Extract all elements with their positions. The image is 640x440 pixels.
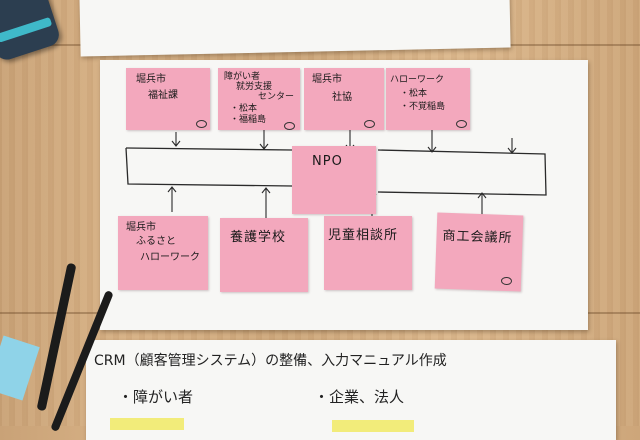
lower-paper-sheet: CRM（顧客管理システム）の整備、入力マニュアル作成 ・障がい者 ・企業、法人 bbox=[86, 340, 616, 440]
note-line: 養護学校 bbox=[230, 230, 287, 245]
note-line: センター bbox=[258, 92, 295, 102]
yellow-sticky-edge bbox=[110, 418, 184, 430]
note-line: ふるさと bbox=[136, 236, 176, 247]
list-item-companies: ・企業、法人 bbox=[314, 388, 405, 406]
note-line: NPO bbox=[312, 154, 343, 169]
note-line: ・松本 bbox=[230, 104, 258, 114]
stamp-mark bbox=[284, 122, 295, 130]
note-line: ハローワーク bbox=[390, 75, 445, 85]
note-line: 堀兵市 bbox=[136, 74, 166, 85]
note-line: ・福稲島 bbox=[230, 115, 267, 125]
stamp-mark bbox=[456, 120, 467, 128]
sticky-note-social-welfare-council: 堀兵市 社協 bbox=[304, 68, 384, 130]
note-line: 就労支援 bbox=[236, 82, 273, 92]
sticky-note-npo: NPO bbox=[292, 146, 376, 214]
crm-heading-text: CRM（顧客管理システム）の整備、入力マニュアル作成 bbox=[94, 353, 447, 369]
list-item-disabled: ・障がい者 bbox=[118, 388, 194, 406]
note-line: ・松本 bbox=[400, 89, 428, 99]
sticky-note-hello-work: ハローワーク ・松本 ・不覚稲島 bbox=[386, 68, 470, 130]
note-line: ・不覚稲島 bbox=[400, 102, 446, 112]
yellow-sticky-edge bbox=[332, 420, 414, 432]
sticky-note-special-support-school: 養護学校 bbox=[220, 218, 308, 292]
stamp-mark bbox=[500, 276, 513, 286]
note-line: 商工会議所 bbox=[442, 228, 513, 247]
sticky-note-employment-support: 障がい者 就労支援 センター ・松本 ・福稲島 bbox=[218, 68, 300, 130]
note-line: 障がい者 bbox=[224, 72, 261, 82]
stamp-mark bbox=[196, 120, 207, 128]
note-line: 福祉課 bbox=[148, 90, 178, 101]
note-line: 堀兵市 bbox=[126, 222, 156, 233]
note-line: 社協 bbox=[332, 92, 352, 103]
sticky-note-furusato-hello-work: 堀兵市 ふるさと ハローワーク bbox=[118, 216, 208, 290]
stamp-mark bbox=[364, 120, 375, 128]
note-line: 堀兵市 bbox=[312, 74, 342, 85]
note-line: 児童相談所 bbox=[328, 228, 399, 243]
sticky-note-city-welfare: 堀兵市 福祉課 bbox=[126, 68, 210, 130]
note-line: ハローワーク bbox=[140, 252, 200, 263]
sticky-note-child-guidance-center: 児童相談所 bbox=[324, 216, 412, 290]
sticky-note-chamber-of-commerce: 商工会議所 bbox=[434, 212, 524, 292]
